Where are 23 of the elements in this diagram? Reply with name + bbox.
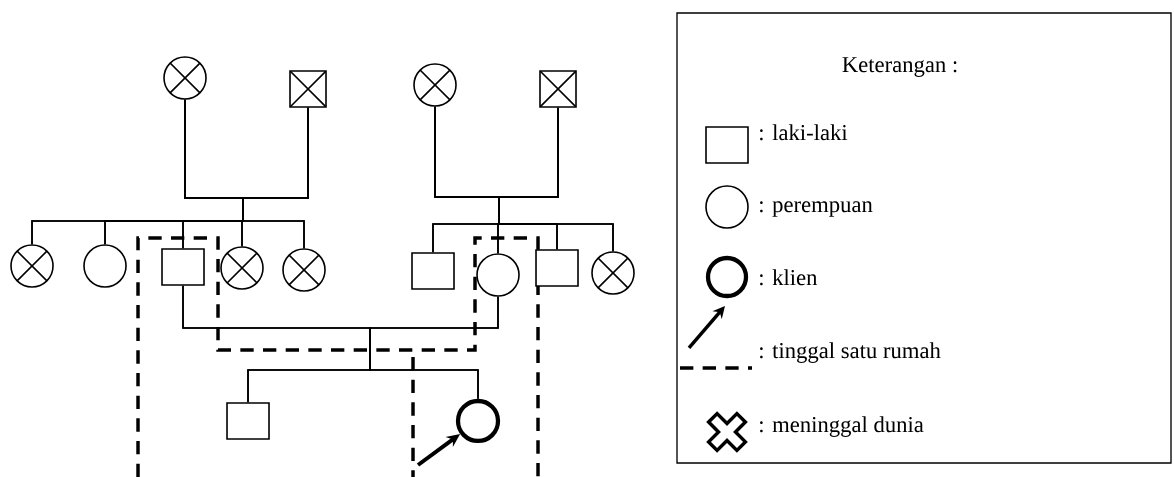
male-symbol — [161, 248, 205, 286]
male-symbol — [226, 402, 270, 440]
deceased-female-symbol — [163, 56, 207, 100]
male-symbol — [535, 249, 579, 287]
legend-text: : tinggal satu rumah — [760, 342, 941, 363]
legend-text: : klien — [760, 269, 818, 286]
deceased-male-symbol — [289, 70, 327, 108]
deceased-male-symbol — [539, 70, 577, 108]
legend-text: : laki-laki — [760, 124, 848, 141]
legend-text: : meninggal dunia — [760, 416, 924, 437]
deceased-female-symbol — [282, 248, 326, 292]
deceased-female-symbol — [591, 251, 635, 295]
deceased-female-symbol — [413, 63, 457, 107]
family-line — [369, 296, 499, 400]
client-symbol — [455, 398, 501, 444]
family-line — [498, 107, 614, 252]
male-symbol — [411, 252, 455, 290]
legend-heading: Keterangan : — [842, 57, 957, 77]
legend-text: : perempuan — [760, 201, 873, 217]
female-symbol — [476, 253, 520, 297]
female-symbol — [83, 244, 127, 288]
deceased-female-symbol — [10, 244, 54, 288]
deceased-female-symbol — [220, 246, 264, 290]
